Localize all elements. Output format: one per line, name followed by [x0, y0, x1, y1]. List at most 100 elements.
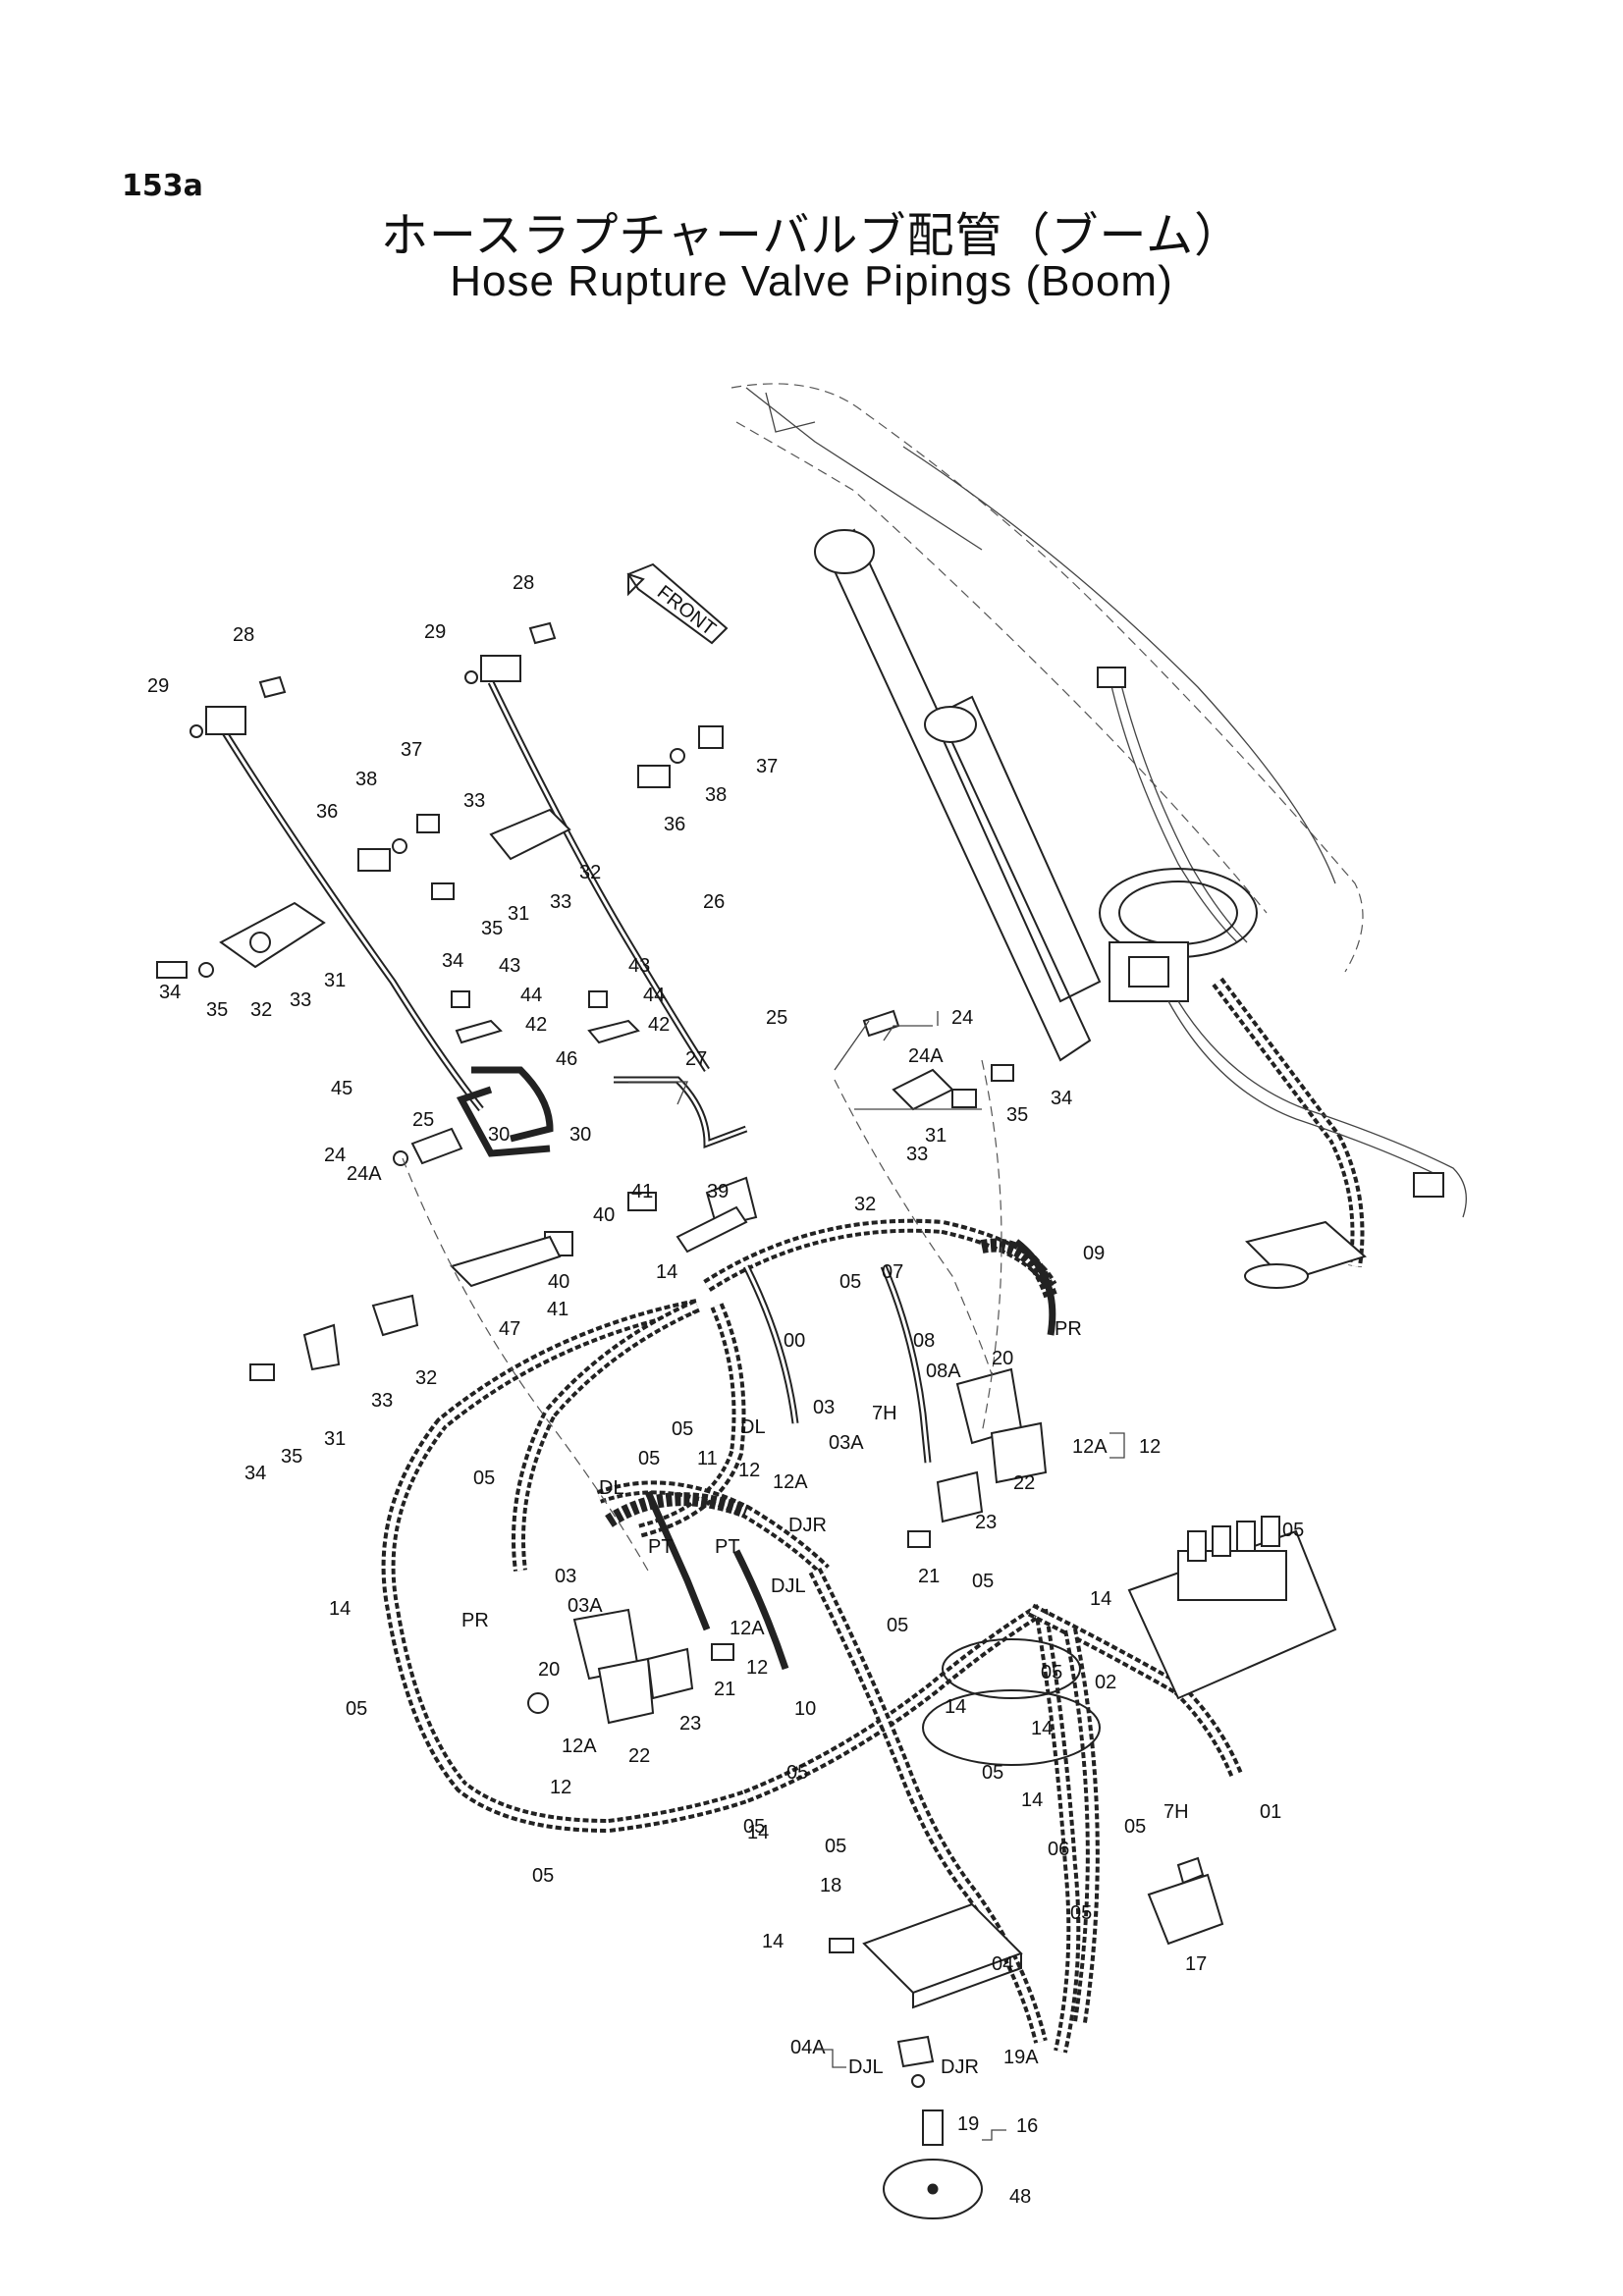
callout: 10 — [794, 1698, 816, 1720]
tube-lines — [218, 680, 748, 1157]
callout: 05 — [972, 1571, 994, 1592]
callout: 12 — [738, 1460, 760, 1481]
callout: 40 — [593, 1204, 615, 1226]
front-label: FRONT — [653, 581, 720, 640]
callout: 12 — [746, 1657, 768, 1679]
callout: 27 — [685, 1048, 707, 1070]
callout: 22 — [1013, 1472, 1035, 1494]
callout: 33 — [463, 790, 485, 812]
callout: 28 — [233, 624, 254, 646]
callout-labels: 28 29 28 29 37 38 36 37 38 36 33 32 33 3… — [147, 572, 1304, 2208]
callout: 20 — [538, 1659, 560, 1681]
callout: 05 — [1282, 1520, 1304, 1541]
callout: 08 — [913, 1330, 935, 1352]
callout: 12A — [730, 1618, 765, 1639]
callout: 23 — [975, 1512, 997, 1533]
callout: 33 — [290, 989, 311, 1011]
callout: 05 — [839, 1271, 861, 1293]
callout: PT — [715, 1536, 740, 1558]
callout: 05 — [1124, 1816, 1146, 1838]
callout: 03A — [829, 1432, 864, 1454]
callout: 14 — [762, 1931, 784, 1952]
callout: 39 — [707, 1181, 729, 1202]
callout: 31 — [324, 970, 346, 991]
callout: 35 — [206, 999, 228, 1021]
callout: 41 — [631, 1181, 653, 1202]
callout: 34 — [442, 950, 463, 972]
callout: 12A — [562, 1735, 597, 1757]
callout: 31 — [508, 903, 529, 925]
callout: 00 — [784, 1330, 805, 1352]
callout: 48 — [1009, 2186, 1031, 2208]
callout: 28 — [513, 572, 534, 594]
callout: 35 — [281, 1446, 302, 1468]
callout: 05 — [786, 1762, 808, 1784]
callout: 14 — [945, 1696, 966, 1718]
callout: 05 — [743, 1816, 765, 1838]
callout: 02 — [1095, 1672, 1116, 1693]
callout: 47 — [499, 1318, 520, 1340]
callout: 32 — [250, 999, 272, 1021]
callout: 24A — [347, 1163, 382, 1185]
callout: 16 — [1016, 2115, 1038, 2137]
page-number: 153a — [122, 169, 203, 203]
callout: 20 — [992, 1348, 1013, 1369]
callout: DL — [740, 1416, 766, 1438]
callout: 12 — [550, 1777, 571, 1798]
callout: 09 — [1083, 1243, 1105, 1264]
boom-outline — [730, 383, 1467, 1289]
callout: PR — [461, 1610, 489, 1631]
callout: 34 — [244, 1463, 266, 1484]
hose-bundle — [381, 1218, 1244, 2054]
callout: PT — [648, 1536, 674, 1558]
callout: 37 — [401, 739, 422, 761]
callout: 05 — [1041, 1662, 1062, 1683]
callout: 08A — [926, 1361, 961, 1382]
callout: 38 — [355, 769, 377, 790]
title-japanese: ホースラプチャーバルブ配管（ブーム） — [380, 208, 1243, 263]
callout: 17 — [1185, 1953, 1207, 1975]
callout: 06 — [1048, 1839, 1069, 1860]
callout: 14 — [1021, 1789, 1043, 1811]
small-parts — [156, 621, 1337, 2219]
callout: 37 — [756, 756, 778, 777]
callout: 12A — [773, 1471, 808, 1493]
callout: 19 — [957, 2113, 979, 2135]
callout: 34 — [159, 982, 181, 1003]
callout: 24A — [908, 1045, 944, 1067]
callout: 05 — [532, 1865, 554, 1887]
callout: 11 — [697, 1448, 718, 1469]
callout: 33 — [550, 891, 571, 913]
callout: 23 — [679, 1713, 701, 1735]
callout: 14 — [656, 1261, 677, 1283]
callout: 46 — [556, 1048, 577, 1070]
callout: 43 — [499, 955, 520, 977]
callout: 14 — [1031, 1718, 1053, 1739]
callout: 40 — [548, 1271, 569, 1293]
callout: 36 — [664, 814, 685, 835]
callout: DJR — [788, 1515, 827, 1536]
front-arrow: FRONT — [626, 562, 729, 645]
leader-lines — [628, 1011, 1125, 2141]
callout: 29 — [147, 675, 169, 697]
callout: 14 — [329, 1598, 351, 1620]
callout: 41 — [547, 1299, 568, 1320]
callout: 12 — [1139, 1436, 1161, 1458]
callout: 35 — [481, 918, 503, 939]
callout: 32 — [415, 1367, 437, 1389]
callout: 25 — [766, 1007, 787, 1029]
callout: DJL — [848, 2056, 884, 2078]
callout: 03 — [813, 1397, 835, 1418]
callout: 24 — [951, 1007, 973, 1029]
callout: 05 — [473, 1468, 495, 1489]
callout: 26 — [703, 891, 725, 913]
callout: 05 — [638, 1448, 660, 1469]
callout: 30 — [488, 1124, 510, 1146]
callout: 21 — [918, 1566, 940, 1587]
callout: 33 — [906, 1144, 928, 1165]
callout: 19A — [1003, 2047, 1039, 2068]
callout: 34 — [1051, 1088, 1072, 1109]
callout: PR — [1055, 1318, 1082, 1340]
callout: 42 — [648, 1014, 670, 1036]
